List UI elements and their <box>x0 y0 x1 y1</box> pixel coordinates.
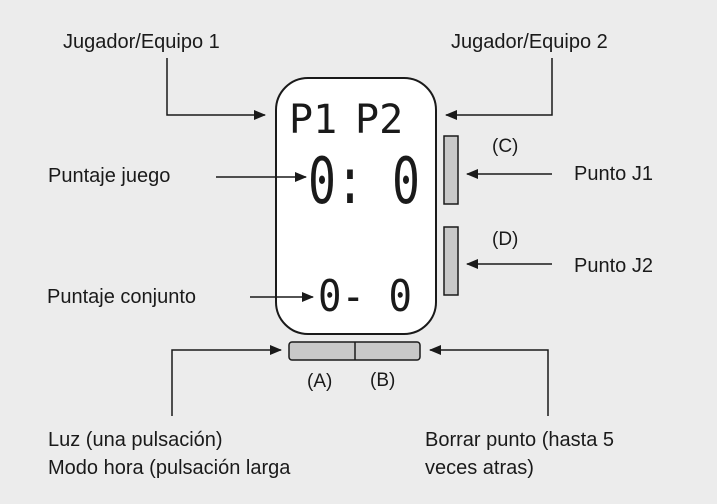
label-light-line1: Luz (una pulsación) <box>48 429 223 451</box>
arrow-player2 <box>445 58 553 120</box>
arrow-player1 <box>166 58 266 120</box>
label-button-c: (C) <box>492 136 519 157</box>
display-set-score: 0- 0 <box>318 271 412 322</box>
button-d[interactable] <box>443 226 459 296</box>
arrow-light <box>171 345 282 416</box>
label-set-score: Puntaje conjunto <box>47 286 197 308</box>
button-c[interactable] <box>443 135 459 205</box>
display-p2: P2 <box>355 97 403 143</box>
label-erase-line1: Borrar punto (hasta 5 <box>425 429 614 451</box>
button-b[interactable] <box>355 342 420 360</box>
button-a[interactable] <box>289 342 355 360</box>
label-erase-line2: veces atras) <box>425 457 534 479</box>
arrow-erase <box>429 345 549 416</box>
display-game-score: 0: 0 <box>308 145 420 219</box>
label-button-a: (A) <box>307 371 333 392</box>
device-body <box>275 77 437 335</box>
label-button-d: (D) <box>492 229 519 250</box>
label-button-b: (B) <box>370 370 396 391</box>
label-player1: Jugador/Equipo 1 <box>63 31 220 53</box>
label-point-j1: Punto J1 <box>574 163 653 185</box>
label-point-j2: Punto J2 <box>574 255 653 277</box>
label-game-score: Puntaje juego <box>48 165 171 187</box>
display-p1: P1 <box>289 97 337 143</box>
label-light-line2: Modo hora (pulsación larga <box>48 457 291 479</box>
label-player2: Jugador/Equipo 2 <box>451 31 608 53</box>
